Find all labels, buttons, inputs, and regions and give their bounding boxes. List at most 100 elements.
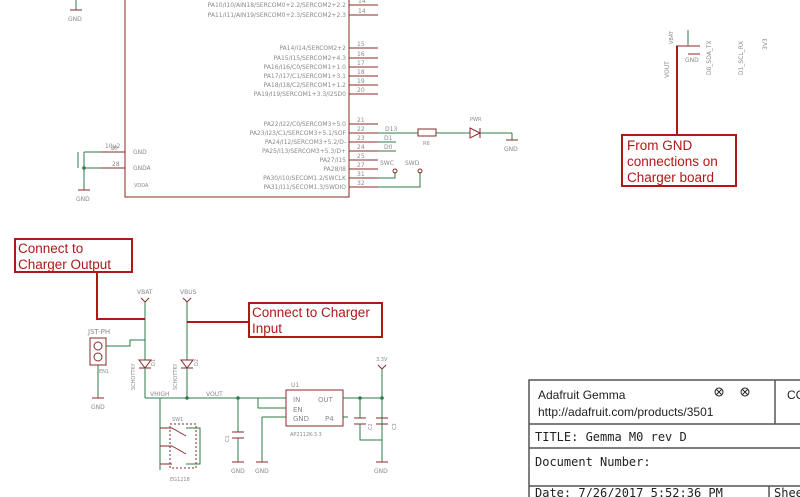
net-label-swd: SWD xyxy=(405,160,420,167)
jst-pin-label: EN1 xyxy=(99,369,109,375)
mcu-pin-label: PA28/I8 xyxy=(323,166,346,173)
mcu-pin-label: PA11/I11/AIN19/SERCOM0+2.3/SERCOM2+2.3 xyxy=(208,12,347,19)
cap-label-c1: C1 xyxy=(225,435,231,442)
document-number: Document Number: xyxy=(535,455,651,469)
annotation-text: Charger Output xyxy=(18,257,111,272)
charger-pin-3v3: 3V3 xyxy=(762,38,769,50)
gnd-label: GND xyxy=(504,146,518,153)
net-label-swc: SWC xyxy=(380,160,394,167)
annotation-text: connections on xyxy=(627,154,718,169)
mcu-pin-number: 24 xyxy=(357,144,365,151)
annotation-charger-output: Connect to Charger Output xyxy=(14,238,145,320)
ldo-pin-in: IN xyxy=(293,396,300,404)
annotation-box xyxy=(14,238,133,273)
mcu-pin-label: PA18/I18/C2/SERCOM1+1.2 xyxy=(264,82,347,89)
charger-pin-vbat: VBAT xyxy=(669,30,675,44)
swd-pads: SWC SWD xyxy=(378,160,423,188)
switch-sw1: SW1 EG1218 xyxy=(159,398,201,483)
annotation-charger-input: Connect to Charger Input xyxy=(187,302,383,338)
mcu-pin-label: PA10/I10/AIN18/SERCOM0+2.2/SERCOM2+2.2 xyxy=(208,2,347,9)
cap-label: 10µ2 xyxy=(105,143,120,150)
annotation-text: Input xyxy=(252,321,282,336)
mcu-vdda-label: VDDA xyxy=(134,183,149,189)
mcu-pin-label: PA23/I23/C1/SERCOM3+5.1/SOF xyxy=(250,130,347,137)
mcu-pin-number: 17 xyxy=(357,60,365,67)
annotation-text: Connect to Charger xyxy=(252,305,370,320)
ldo-pin-p4: P4 xyxy=(325,415,334,423)
mcu-pin-label: PA31/I11/SECOM1.3/SWDIO xyxy=(263,184,346,191)
charger-pin-vout: VOUT xyxy=(664,61,671,78)
ldo-ref-label: U1 xyxy=(291,382,299,389)
title-block-corner: CC xyxy=(787,388,800,402)
gnd-label: GND xyxy=(68,16,82,23)
gnd-label: GND xyxy=(91,404,105,411)
annotation-text: Connect to xyxy=(18,241,83,256)
charger-pin-d1: D1_SCL_RX xyxy=(738,41,745,75)
ldo-pin-gnd: GND xyxy=(293,415,309,423)
mcu-pin-label: PA25/I13/SERCOM3+5.3/D+ xyxy=(262,148,346,155)
annotation-text: From GND xyxy=(627,138,692,153)
mcu-pin-number: 31 xyxy=(357,171,365,178)
mcu-pin-label: PA16/I16/C0/SERCOM1+1.0 xyxy=(264,64,347,71)
top-gnd-stub: GND xyxy=(68,0,82,23)
diode-part-label: SCHOTTKY xyxy=(131,363,137,390)
mcu-pin-number: 14 xyxy=(358,0,366,5)
company-name: Adafruit Gemma xyxy=(538,388,626,402)
mcu-low-pins: PA22/I22/C0/SERCOM3+5.0 PA23/I23/C1/SERC… xyxy=(250,117,378,191)
jst-connector: JST-PH EN1 GND xyxy=(87,328,145,411)
mcu-pin-number: 32 xyxy=(357,180,365,187)
junction-dot xyxy=(82,166,86,170)
net-label-vout: VOUT xyxy=(206,391,223,398)
vout-net: VOUT C1 GND xyxy=(206,391,258,475)
mcu-gnda-label: GNDA xyxy=(133,165,152,172)
mcu-pin-label: PA17/I17/C1/SERCOM1+3.1 xyxy=(264,73,347,80)
mcu-mid-pins: PA14/I14/SERCOM2+2 PA15/I15/SERCOM2+4.3 … xyxy=(254,41,378,98)
mcu-pin-label: PA30/I10/SECOM1.2/SWCLK xyxy=(263,175,347,182)
cap-label-c2: C2 xyxy=(368,423,374,430)
resistor-label: R6 xyxy=(423,141,430,147)
title-block: Adafruit Gemma http://adafruit.com/produ… xyxy=(528,379,800,497)
mcu-pin-number: 20 xyxy=(357,87,365,94)
mcu-pin-number: 27 xyxy=(357,162,365,169)
charger-pin-d0: D0_SDA_TX xyxy=(706,40,713,75)
ldo-pin-en: EN xyxy=(293,406,303,414)
gnd-label: GND xyxy=(231,468,245,475)
ldo-pin-out: OUT xyxy=(318,396,334,404)
led-label: PWR xyxy=(470,117,482,123)
switch-label: SW1 xyxy=(172,417,183,423)
mcu-pin-label: PA19/I19/SERCOM1+3.3/I2SD0 xyxy=(254,91,346,98)
mcu-body xyxy=(124,0,350,198)
mcu-pin-number: 19 xyxy=(357,78,365,85)
mcu-pin-number: 10 xyxy=(110,145,118,152)
diodes: SCHOTTKY D1 SCHOTTKY D2 VHIGH xyxy=(131,359,215,400)
mcu-pin-label: PA27/I15 xyxy=(320,157,347,164)
mcu-pin-number: 18 xyxy=(357,69,365,76)
mcu-pin-number: 25 xyxy=(357,153,365,160)
mcu-pin-label: PA22/I22/C0/SERCOM3+5.0 xyxy=(264,121,347,128)
output-caps: 3.3V C2 C3 GND xyxy=(343,357,398,475)
mcu-pin-number: 23 xyxy=(357,135,365,142)
led-pwr xyxy=(469,127,482,139)
annotation-box xyxy=(248,302,383,338)
switch-part-label: EG1218 xyxy=(170,477,190,483)
charger-pin-gnd: GND xyxy=(685,57,699,64)
mcu-pin-number: 21 xyxy=(357,117,365,124)
mcu-pin-number: 15 xyxy=(357,41,365,48)
net-label-d1: D1 xyxy=(384,135,393,142)
diode-part-label: SCHOTTKY xyxy=(173,363,179,390)
mcu-gnd-net: 10µ2 GND xyxy=(76,143,120,203)
power-rails: VBAT VBUS xyxy=(137,289,197,360)
net-label-vhigh: VHIGH xyxy=(150,391,170,398)
diode-label: D1 xyxy=(151,359,157,366)
company-url: http://adafruit.com/products/3501 xyxy=(538,405,714,419)
ldo-regulator: U1 IN OUT EN GND P4 AP2112K-3.3 GND xyxy=(255,382,382,475)
mcu-block: PA10/I10/AIN18/SERCOM0+2.2/SERCOM2+2.2 P… xyxy=(100,0,378,198)
sheet-label: Shee xyxy=(774,486,800,497)
mcu-gnd-label: GND xyxy=(133,149,147,156)
mcu-pin-number: 28 xyxy=(112,161,120,168)
mcu-pin-label: PA14/I14/SERCOM2+2 xyxy=(279,45,346,52)
annotation-box xyxy=(621,134,737,187)
diode-label: D2 xyxy=(194,359,200,366)
gnd-label: GND xyxy=(76,196,90,203)
